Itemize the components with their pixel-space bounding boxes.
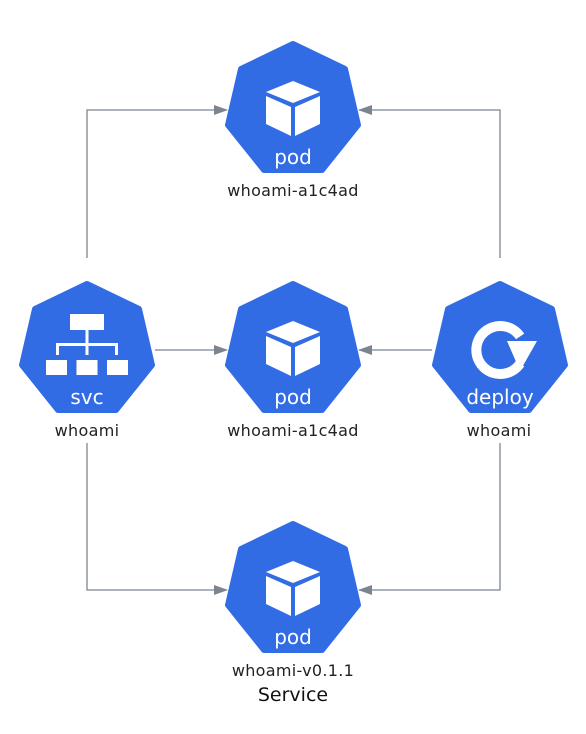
rotate-arrow-icon xyxy=(471,321,537,379)
node-kind-label: deploy xyxy=(466,385,533,409)
edges xyxy=(86,105,501,595)
pod-node-top[interactable]: pod xyxy=(225,41,361,173)
node-kind-label: pod xyxy=(274,145,312,169)
edge-deploy-to-pod-bottom xyxy=(358,443,501,595)
pod-bottom-name: whoami-v0.1.1 xyxy=(231,661,355,680)
cube-icon xyxy=(266,81,320,136)
edge-svc-to-pod-bottom xyxy=(86,443,228,595)
deploy-node[interactable]: deploy xyxy=(432,281,568,413)
diagram-caption: Service xyxy=(257,684,329,706)
network-tree-icon xyxy=(46,314,128,375)
cube-icon xyxy=(266,561,320,616)
cube-icon xyxy=(266,321,320,376)
deploy-name: whoami xyxy=(466,421,532,440)
heptagon-shape xyxy=(225,281,361,413)
svc-name: whoami xyxy=(54,421,120,440)
heptagon-shape xyxy=(432,281,568,413)
heptagon-shape xyxy=(225,41,361,173)
node-kind-label: svc xyxy=(70,385,103,409)
pod-top-name: whoami-a1c4ad xyxy=(227,181,359,200)
heptagon-shape xyxy=(225,521,361,653)
node-kind-label: pod xyxy=(274,385,312,409)
pod-middle-name: whoami-a1c4ad xyxy=(227,421,359,440)
pod-node-bottom[interactable]: pod xyxy=(225,521,361,653)
edge-svc-to-pod-top xyxy=(86,105,228,258)
node-kind-label: pod xyxy=(274,625,312,649)
pod-node-middle[interactable]: pod xyxy=(225,281,361,413)
edge-deploy-to-pod-top xyxy=(358,105,501,258)
svc-node[interactable]: svc xyxy=(19,281,155,413)
